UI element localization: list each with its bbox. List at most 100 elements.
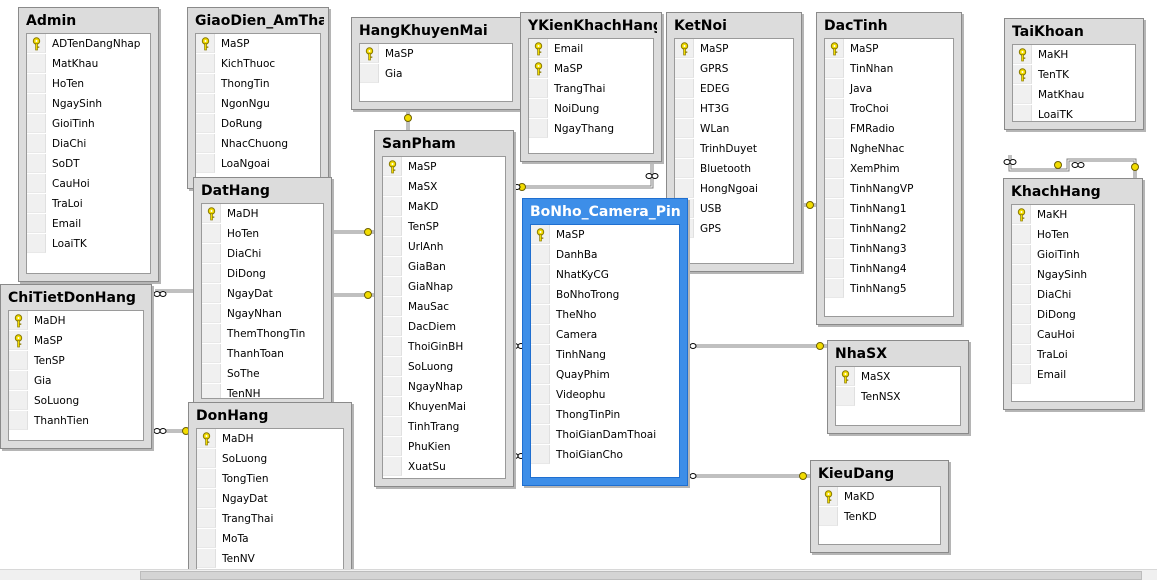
- column-row[interactable]: SoLuong: [197, 449, 343, 469]
- row-selector[interactable]: [27, 114, 46, 133]
- row-selector[interactable]: [1013, 105, 1032, 121]
- column-row[interactable]: NgaySinh: [27, 94, 150, 114]
- column-row[interactable]: MauSac: [383, 297, 505, 317]
- column-row[interactable]: GioiTinh: [27, 114, 150, 134]
- column-row[interactable]: MaKH: [1012, 205, 1134, 225]
- row-selector[interactable]: [196, 154, 215, 173]
- column-row[interactable]: WLan: [675, 119, 793, 139]
- table-title[interactable]: SanPham: [382, 136, 456, 152]
- column-row[interactable]: TongTien: [197, 469, 343, 489]
- column-row[interactable]: NoiDung: [529, 99, 653, 119]
- column-row[interactable]: Gia: [9, 371, 143, 391]
- row-selector[interactable]: [531, 405, 550, 424]
- column-row[interactable]: TenNSX: [836, 387, 960, 407]
- row-selector[interactable]: [675, 79, 694, 98]
- table-title[interactable]: TaiKhoan: [1012, 24, 1084, 40]
- row-selector[interactable]: [27, 134, 46, 153]
- column-row[interactable]: TenNH: [202, 384, 323, 398]
- row-selector[interactable]: [196, 34, 215, 53]
- row-selector[interactable]: [529, 59, 548, 78]
- row-selector[interactable]: [529, 79, 548, 98]
- column-row[interactable]: ThongTin: [196, 74, 320, 94]
- column-row[interactable]: TinhNang3: [825, 239, 953, 259]
- column-row[interactable]: MaSP: [360, 44, 512, 64]
- column-row[interactable]: LoaNgoai: [196, 154, 320, 174]
- column-row[interactable]: ThoiGianDamThoai: [531, 425, 679, 445]
- row-selector[interactable]: [1012, 365, 1031, 384]
- row-selector[interactable]: [27, 34, 46, 53]
- column-row[interactable]: Camera: [531, 325, 679, 345]
- row-selector[interactable]: [197, 509, 216, 528]
- row-selector[interactable]: [825, 139, 844, 158]
- column-row[interactable]: MaDH: [202, 204, 323, 224]
- row-selector[interactable]: [836, 387, 855, 406]
- row-selector[interactable]: [383, 217, 402, 236]
- column-row[interactable]: TheNho: [531, 305, 679, 325]
- column-row[interactable]: HoTen: [27, 74, 150, 94]
- row-selector[interactable]: [383, 357, 402, 376]
- row-selector[interactable]: [531, 365, 550, 384]
- row-selector[interactable]: [675, 39, 694, 58]
- column-row[interactable]: TinhNangVP: [825, 179, 953, 199]
- row-selector[interactable]: [383, 177, 402, 196]
- column-row[interactable]: TinhNang2: [825, 219, 953, 239]
- row-selector[interactable]: [197, 449, 216, 468]
- column-row[interactable]: DiaChi: [1012, 285, 1134, 305]
- row-selector[interactable]: [1012, 205, 1031, 224]
- row-selector[interactable]: [819, 507, 838, 526]
- column-row[interactable]: UrlAnh: [383, 237, 505, 257]
- row-selector[interactable]: [383, 277, 402, 296]
- row-selector[interactable]: [819, 487, 838, 506]
- row-selector[interactable]: [383, 337, 402, 356]
- table-title[interactable]: DacTinh: [824, 18, 888, 34]
- table-title[interactable]: Admin: [26, 13, 77, 29]
- row-selector[interactable]: [825, 219, 844, 238]
- column-row[interactable]: HongNgoai: [675, 179, 793, 199]
- row-selector[interactable]: [196, 94, 215, 113]
- row-selector[interactable]: [825, 179, 844, 198]
- scrollbar-thumb[interactable]: [140, 571, 1142, 580]
- table-title[interactable]: BoNho_Camera_Pin: [530, 204, 681, 220]
- column-row[interactable]: KichThuoc: [196, 54, 320, 74]
- row-selector[interactable]: [529, 99, 548, 118]
- column-row[interactable]: DoRung: [196, 114, 320, 134]
- row-selector[interactable]: [9, 371, 28, 390]
- table-title[interactable]: NhaSX: [835, 346, 888, 362]
- column-row[interactable]: GioiTinh: [1012, 245, 1134, 265]
- row-selector[interactable]: [531, 225, 550, 244]
- table-title[interactable]: KetNoi: [674, 18, 727, 34]
- row-selector[interactable]: [531, 385, 550, 404]
- row-selector[interactable]: [531, 345, 550, 364]
- column-row[interactable]: TinhNang5: [825, 279, 953, 299]
- row-selector[interactable]: [383, 257, 402, 276]
- column-row[interactable]: TrinhDuyet: [675, 139, 793, 159]
- column-row[interactable]: Email: [1012, 365, 1134, 385]
- column-row[interactable]: ThanhToan: [202, 344, 323, 364]
- column-row[interactable]: MaSP: [531, 225, 679, 245]
- row-selector[interactable]: [27, 54, 46, 73]
- row-selector[interactable]: [196, 54, 215, 73]
- column-row[interactable]: MaKD: [819, 487, 940, 507]
- column-row[interactable]: GiaNhap: [383, 277, 505, 297]
- row-selector[interactable]: [531, 445, 550, 464]
- row-selector[interactable]: [1012, 325, 1031, 344]
- row-selector[interactable]: [1013, 65, 1032, 84]
- row-selector[interactable]: [197, 489, 216, 508]
- column-row[interactable]: CauHoi: [27, 174, 150, 194]
- row-selector[interactable]: [675, 179, 694, 198]
- column-row[interactable]: DiDong: [202, 264, 323, 284]
- row-selector[interactable]: [675, 119, 694, 138]
- column-row[interactable]: MaSX: [836, 367, 960, 387]
- column-row[interactable]: TrangThai: [529, 79, 653, 99]
- column-row[interactable]: HT3G: [675, 99, 793, 119]
- row-selector[interactable]: [825, 79, 844, 98]
- table-title[interactable]: YKienKhachHang: [528, 18, 657, 34]
- table-title[interactable]: ChiTietDonHang: [8, 290, 136, 306]
- row-selector[interactable]: [1012, 225, 1031, 244]
- row-selector[interactable]: [825, 239, 844, 258]
